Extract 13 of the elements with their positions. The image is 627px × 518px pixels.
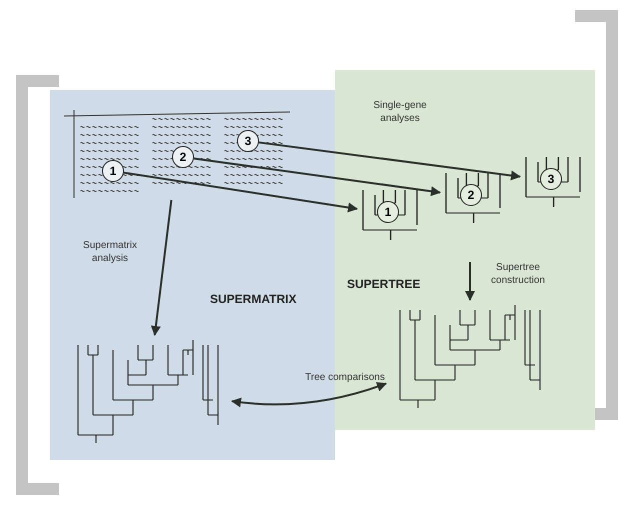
edge-label: Tree comparisons [304,372,386,384]
arrow [465,262,475,301]
edge-label: Supermatrix analysis [82,240,138,265]
panel-heading: SUPERTREE [347,276,420,293]
arrow [231,382,387,408]
circled-number: 3 [540,168,562,190]
edge-label: Supertree construction [490,262,546,287]
annotation-text: Single-gene analyses [372,100,428,125]
arrow [150,200,172,336]
panel-heading: SUPERMATRIX [210,291,296,308]
circled-number: 1 [377,201,399,223]
circled-number: 2 [460,184,482,206]
arrow [124,172,358,212]
